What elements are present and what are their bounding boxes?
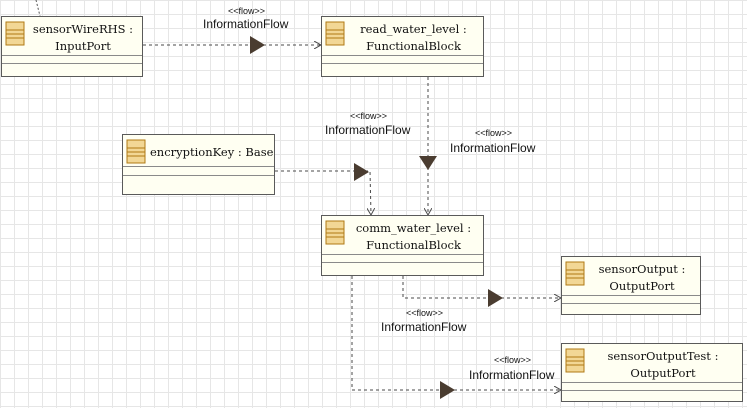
block-name: sensorWireRHS : InputPort	[26, 21, 140, 55]
block-name-line2: OutputPort	[630, 366, 696, 380]
compartment-divider	[562, 303, 700, 304]
block-name-line2: FunctionalBlock	[366, 238, 461, 252]
block-sensorOutput[interactable]: sensorOutput : OutputPort	[561, 256, 701, 315]
block-name-line1: read_water_level :	[360, 22, 467, 36]
flow-stereotype-f1: <<flow>>	[228, 6, 266, 16]
flow-direction-triangle-f5	[440, 381, 455, 399]
block-name-line1: comm_water_level :	[355, 221, 472, 235]
flow-direction-triangle-f2	[419, 156, 437, 170]
compartment-divider	[123, 166, 274, 167]
block-sensorWireRHS[interactable]: sensorWireRHS : InputPort	[1, 16, 143, 77]
compartment-divider	[322, 262, 483, 263]
block-encryptionKey[interactable]: encryptionKey : Base	[122, 134, 275, 195]
flow-name-f5[interactable]: InformationFlow	[469, 368, 555, 382]
class-icon	[5, 21, 25, 46]
block-name: encryptionKey : Base	[150, 137, 274, 161]
block-name-line2: InputPort	[55, 39, 111, 53]
flow-name-f3[interactable]: InformationFlow	[325, 123, 411, 137]
compartment-divider	[562, 295, 700, 296]
flow-stereotype-f5: <<flow>>	[494, 355, 532, 365]
flow-stereotype-f4: <<flow>>	[406, 308, 444, 318]
block-name-line2: FunctionalBlock	[366, 39, 461, 53]
block-comm_water_level[interactable]: comm_water_level : FunctionalBlock	[321, 215, 484, 276]
offpage-link	[35, 0, 41, 17]
block-name: read_water_level : FunctionalBlock	[346, 21, 481, 55]
compartment-divider	[322, 63, 483, 64]
compartment-divider	[322, 55, 483, 56]
flow-name-f1[interactable]: InformationFlow	[203, 17, 289, 31]
flow-line-f5[interactable]	[351, 276, 561, 390]
block-name-line2: OutputPort	[609, 279, 675, 293]
compartment-divider	[2, 55, 142, 56]
block-name: sensorOutputTest : OutputPort	[586, 348, 740, 382]
flow-line-f3[interactable]	[275, 170, 371, 215]
block-name-line1: sensorWireRHS :	[32, 22, 134, 36]
compartment-divider	[123, 175, 274, 176]
compartment-divider	[2, 63, 142, 64]
block-name: comm_water_level : FunctionalBlock	[346, 220, 481, 254]
block-sensorOutputTest[interactable]: sensorOutputTest : OutputPort	[561, 343, 743, 402]
compartment-divider	[562, 390, 742, 391]
flow-stereotype-f3: <<flow>>	[350, 111, 388, 121]
flow-direction-triangle-f3	[354, 163, 369, 181]
flow-name-f4[interactable]: InformationFlow	[381, 320, 467, 334]
block-name-line1: encryptionKey : Base	[150, 145, 274, 159]
compartment-divider	[562, 382, 742, 383]
flow-direction-triangle-f4	[488, 289, 503, 307]
flow-name-f2[interactable]: InformationFlow	[450, 141, 536, 155]
class-icon	[325, 220, 345, 245]
flow-line-f4[interactable]	[402, 276, 561, 298]
class-icon	[325, 21, 345, 46]
flow-direction-triangle-f1	[250, 36, 265, 54]
block-name: sensorOutput : OutputPort	[586, 261, 698, 295]
block-name-line1: sensorOutput :	[598, 262, 686, 276]
compartment-divider	[322, 254, 483, 255]
flow-stereotype-f2: <<flow>>	[475, 128, 513, 138]
class-icon	[565, 261, 585, 286]
block-read_water_level[interactable]: read_water_level : FunctionalBlock	[321, 16, 484, 77]
block-name-line1: sensorOutputTest :	[607, 349, 719, 363]
class-icon	[565, 348, 585, 373]
class-icon	[126, 139, 146, 164]
